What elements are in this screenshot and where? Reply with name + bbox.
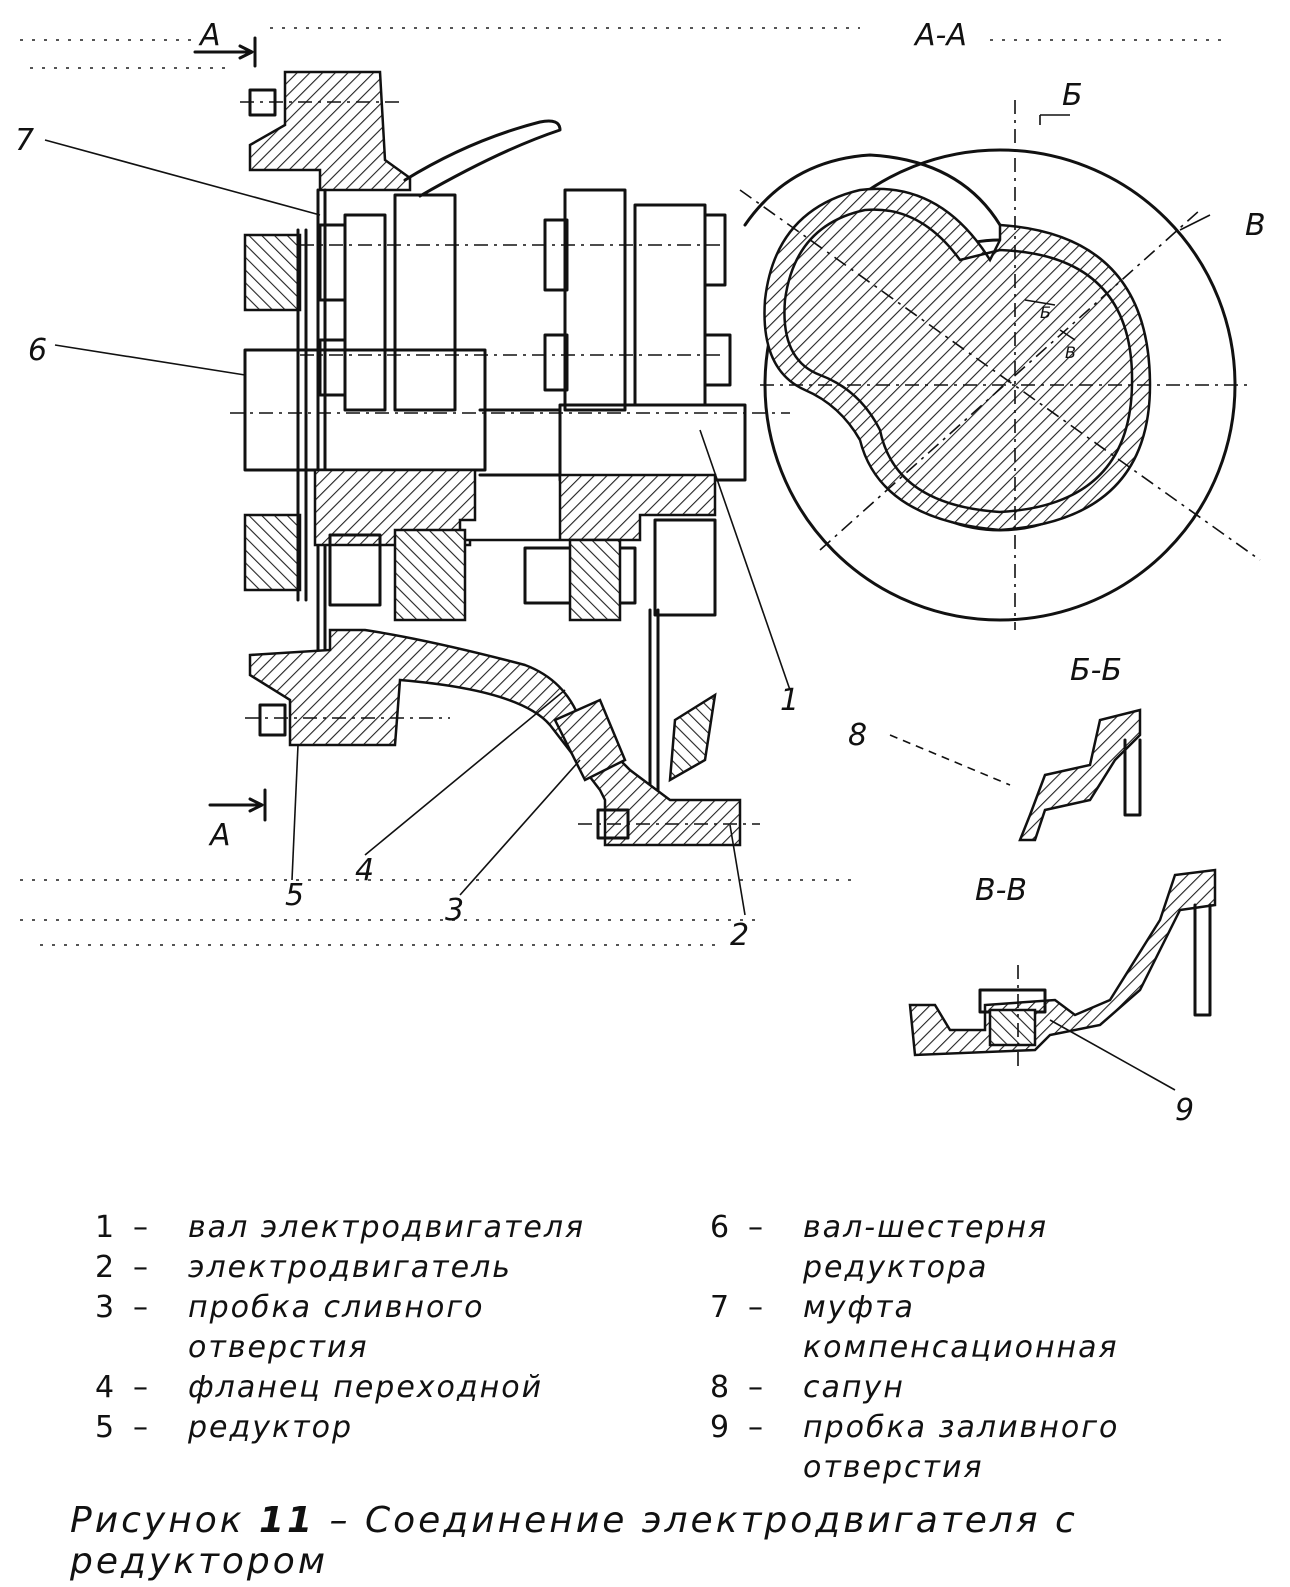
- legend-item: 7 – муфта компенсационная: [710, 1288, 1223, 1368]
- legend-dash: –: [133, 1370, 148, 1405]
- legend-text: вал электродвигателя: [188, 1210, 586, 1245]
- section-label-a-lower: А: [208, 818, 231, 853]
- legend-column-left: 1 – вал электродвигателя 2 – электродвиг…: [95, 1208, 608, 1448]
- legend-number: 7: [710, 1290, 730, 1325]
- figure-caption: Рисунок 11 – Соединение электродвигателя…: [70, 1500, 1220, 1582]
- legend-number: 8: [710, 1370, 730, 1405]
- legend-number: 2: [95, 1250, 115, 1285]
- drain-plug-body: [553, 698, 627, 782]
- legend-item: 3 – пробка сливного отверстия: [95, 1288, 608, 1368]
- section-vv-view: [908, 868, 1217, 1091]
- legend-dash: –: [133, 1250, 148, 1285]
- reducer-housing-lower: [248, 628, 742, 847]
- legend-item: 6 – вал-шестерня редуктора: [710, 1208, 1223, 1288]
- callout-8: 8: [848, 718, 867, 753]
- section-mark-v: В: [1245, 208, 1266, 243]
- legend-text: муфта компенсационная: [803, 1290, 1119, 1365]
- legend-text: пробка сливного отверстия: [188, 1290, 485, 1365]
- legend-item: 5 – редуктор: [95, 1408, 608, 1448]
- legend-dash: –: [133, 1290, 148, 1325]
- legend-dash: –: [133, 1410, 148, 1445]
- section-label-aa: А-А: [913, 18, 967, 53]
- legend-text: пробка заливного отверстия: [803, 1410, 1120, 1485]
- callout-1: 1: [780, 683, 799, 718]
- legend-text: сапун: [803, 1370, 905, 1405]
- legend-text: редуктор: [188, 1410, 353, 1445]
- legend-number: 1: [95, 1210, 115, 1245]
- legend-item: 4 – фланец переходной: [95, 1368, 608, 1408]
- legend-column-right: 6 – вал-шестерня редуктора 7 – муфта ком…: [710, 1208, 1223, 1488]
- legend-text: фланец переходной: [188, 1370, 544, 1405]
- callout-7: 7: [15, 123, 34, 158]
- vv-housing: [908, 868, 1217, 1057]
- reducer-side-wall: [316, 188, 327, 652]
- legend-item: 2 – электродвигатель: [95, 1248, 608, 1288]
- legend-item: 1 – вал электродвигателя: [95, 1208, 608, 1248]
- legend-number: 5: [95, 1410, 115, 1445]
- coupling-left-disc-2: [393, 193, 457, 412]
- caption-separator: –: [329, 1500, 351, 1541]
- callout-4: 4: [355, 853, 374, 888]
- section-label-bb: Б-Б: [1070, 653, 1122, 688]
- legend-item: 8 – сапун: [710, 1368, 1223, 1408]
- legend-text: электродвигатель: [188, 1250, 512, 1285]
- section-label-a-upper: А: [198, 18, 221, 53]
- scan-noise: [20, 27, 1230, 946]
- coupling-right-disc-2: [633, 203, 707, 407]
- bearing-block-lower: [243, 513, 302, 592]
- legend-dash: –: [748, 1370, 763, 1405]
- callout-2: 2: [730, 918, 749, 953]
- legend-number: 9: [710, 1410, 730, 1445]
- legend-text: вал-шестерня редуктора: [803, 1210, 1049, 1285]
- aa-housing-wall: [763, 187, 1152, 532]
- section-bb-view: [889, 708, 1142, 842]
- caption-title: Соединение электродвигателя с редуктором: [70, 1500, 1078, 1582]
- legend-dash: –: [748, 1290, 763, 1325]
- bb-breather: [1018, 708, 1142, 842]
- section-label-vv: В-В: [975, 873, 1027, 908]
- section-aa-view: [739, 100, 1261, 630]
- callout-6: 6: [28, 333, 47, 368]
- callout-3: 3: [445, 893, 464, 928]
- flange-lip: [668, 692, 717, 783]
- caption-prefix: Рисунок: [70, 1500, 245, 1541]
- legend-dash: –: [133, 1210, 148, 1245]
- bearing-block-upper: [243, 233, 302, 312]
- callout-9: 9: [1175, 1093, 1194, 1128]
- legend-item: 9 – пробка заливного отверстия: [710, 1408, 1223, 1488]
- motor-shaft: [558, 403, 747, 482]
- coupling-left-disc: [343, 213, 387, 412]
- legend-number: 6: [710, 1210, 730, 1245]
- section-mark-b-small: Б: [1040, 303, 1051, 322]
- main-section-view: [44, 36, 791, 916]
- callout-5: 5: [285, 878, 304, 913]
- reducer-fin-upper: [403, 119, 562, 198]
- caption-number: 11: [258, 1500, 316, 1541]
- section-mark-v-small: В: [1065, 343, 1076, 362]
- legend-number: 3: [95, 1290, 115, 1325]
- legend-number: 4: [95, 1370, 115, 1405]
- coupling-right-disc: [563, 188, 627, 412]
- legend-dash: –: [748, 1210, 763, 1245]
- section-mark-b: Б: [1062, 78, 1083, 113]
- legend-dash: –: [748, 1410, 763, 1445]
